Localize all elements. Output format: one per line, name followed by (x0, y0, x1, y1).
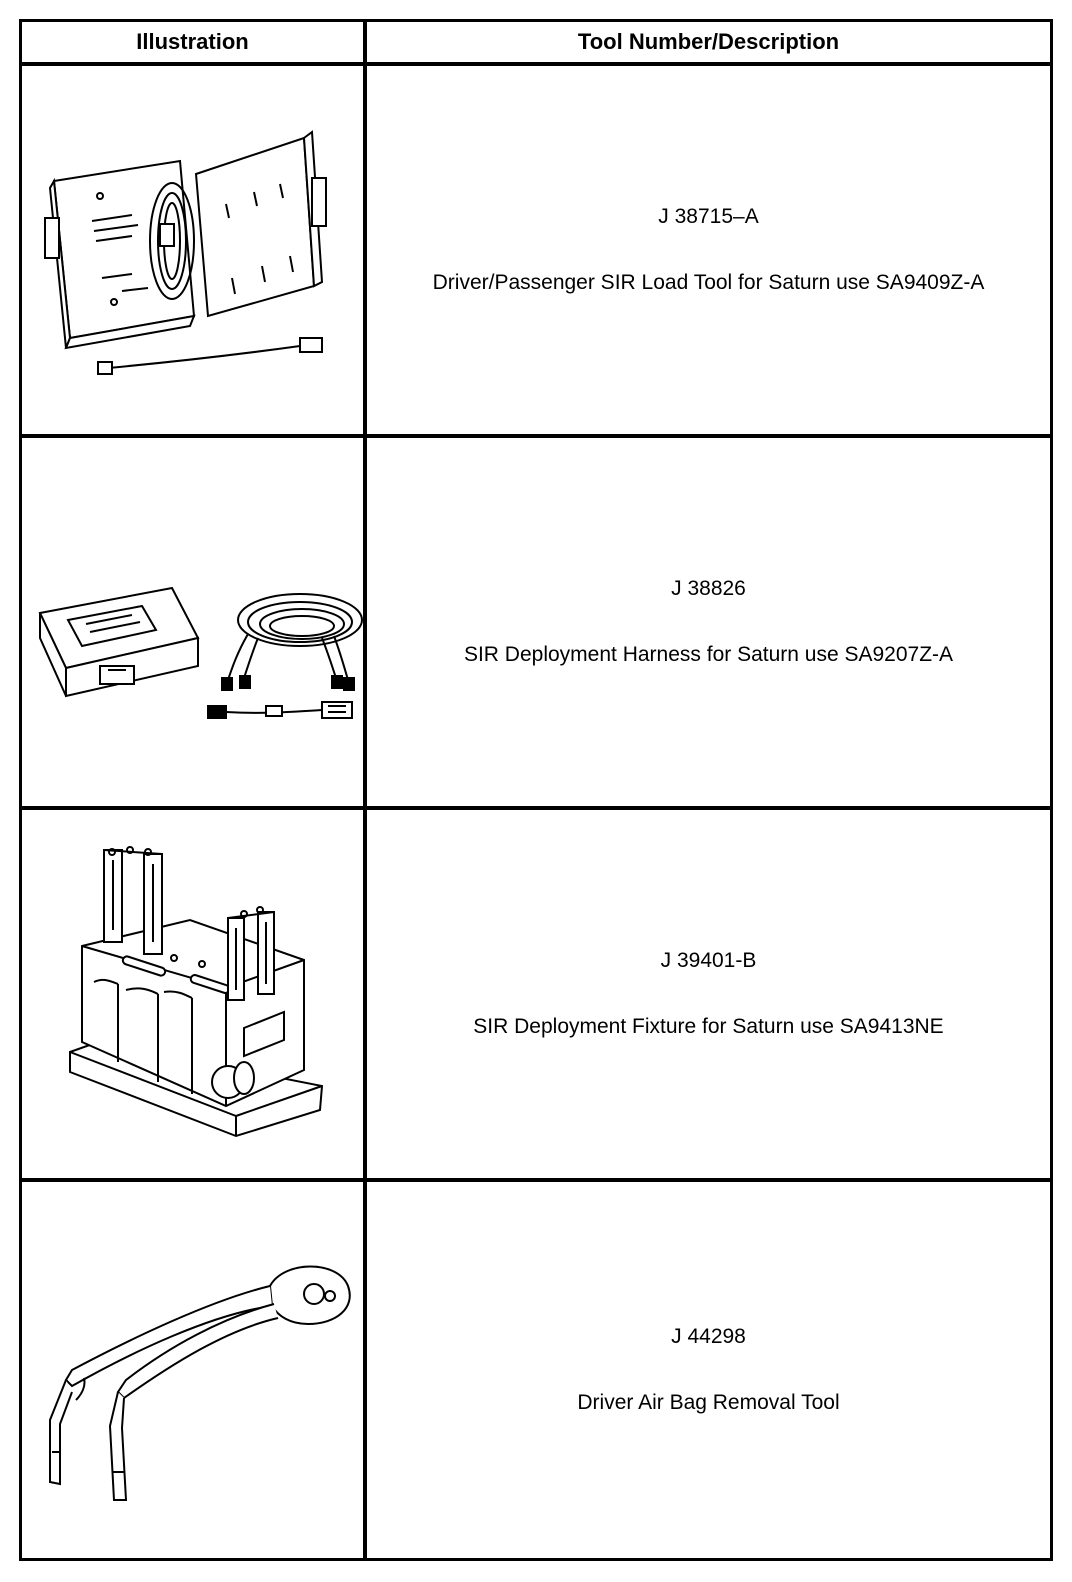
table-row: J 44298 Driver Air Bag Removal Tool (22, 1182, 1050, 1558)
deployment-fixture-illustration (22, 810, 363, 1178)
header-illustration: Illustration (136, 29, 249, 54)
row-description-cell: J 44298 Driver Air Bag Removal Tool (367, 1182, 1050, 1558)
table-row: J 38715–A Driver/Passenger SIR Load Tool… (22, 66, 1050, 438)
tool-description: SIR Deployment Harness for Saturn use SA… (463, 643, 954, 666)
row-description-cell: J 38826 SIR Deployment Harness for Satur… (367, 438, 1050, 806)
air-bag-removal-tool-illustration (22, 1182, 363, 1558)
load-tool-illustration (22, 66, 363, 434)
table-row: J 38826 SIR Deployment Harness for Satur… (22, 438, 1050, 810)
tool-description: Driver/Passenger SIR Load Tool for Satur… (432, 271, 985, 294)
tool-description: Driver Air Bag Removal Tool (577, 1391, 840, 1414)
special-tools-table: Illustration Tool Number/Description (19, 19, 1053, 1561)
tool-number: J 38715–A (658, 205, 759, 228)
table-header-row: Illustration Tool Number/Description (22, 22, 1050, 66)
tool-description: SIR Deployment Fixture for Saturn use SA… (473, 1015, 944, 1038)
deployment-harness-illustration (22, 438, 363, 806)
tool-number: J 39401-B (660, 949, 757, 972)
tool-number: J 44298 (671, 1325, 746, 1348)
column-divider (363, 22, 367, 1558)
row-description-cell: J 39401-B SIR Deployment Fixture for Sat… (367, 810, 1050, 1178)
tool-number: J 38826 (671, 577, 746, 600)
row-description-cell: J 38715–A Driver/Passenger SIR Load Tool… (367, 66, 1050, 434)
header-tool-number-description: Tool Number/Description (577, 29, 840, 54)
table-row: J 39401-B SIR Deployment Fixture for Sat… (22, 810, 1050, 1182)
